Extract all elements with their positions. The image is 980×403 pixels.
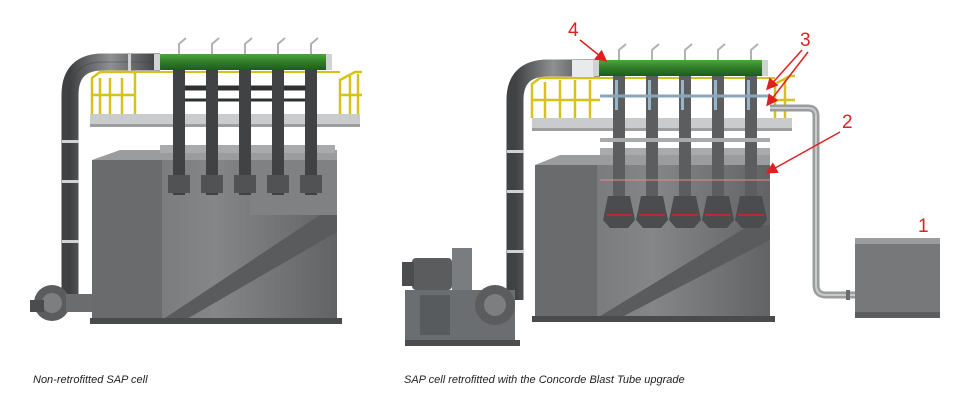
caption-right: SAP cell retrofitted with the Concorde B… [404, 374, 685, 386]
distribution-header [154, 54, 332, 70]
retrofitted-cell [402, 43, 940, 346]
non-retrofitted-cell [30, 37, 362, 324]
callout-2: 2 [765, 112, 853, 174]
pump-motor-skid [402, 248, 520, 346]
railing [90, 70, 362, 114]
downcomer [201, 37, 223, 195]
callout-1: 1 [918, 216, 929, 237]
blast-tube [636, 43, 668, 228]
callout-4-label: 4 [568, 20, 579, 41]
downcomer [234, 37, 256, 195]
downcomers [168, 37, 322, 195]
callouts: 1 2 3 4 [568, 20, 929, 237]
feed-pump [30, 285, 92, 321]
callout-3-label: 3 [800, 30, 811, 51]
blower-unit [855, 238, 940, 318]
downcomer [267, 37, 289, 195]
air-supply-line [770, 104, 858, 300]
blast-tubes [600, 43, 770, 228]
blast-tube [603, 43, 635, 228]
callout-1-label: 1 [918, 216, 929, 237]
feed-pipe [506, 59, 600, 300]
callout-4: 4 [568, 20, 608, 62]
caption-left: Non-retrofitted SAP cell [33, 374, 148, 386]
callout-2-label: 2 [842, 112, 853, 133]
feed-pipe [61, 53, 160, 300]
distribution-header [593, 60, 768, 76]
callout-3: 3 [765, 30, 811, 107]
downcomer [168, 37, 190, 195]
downcomer [300, 37, 322, 195]
blast-tube [735, 43, 767, 228]
platform [90, 114, 360, 153]
